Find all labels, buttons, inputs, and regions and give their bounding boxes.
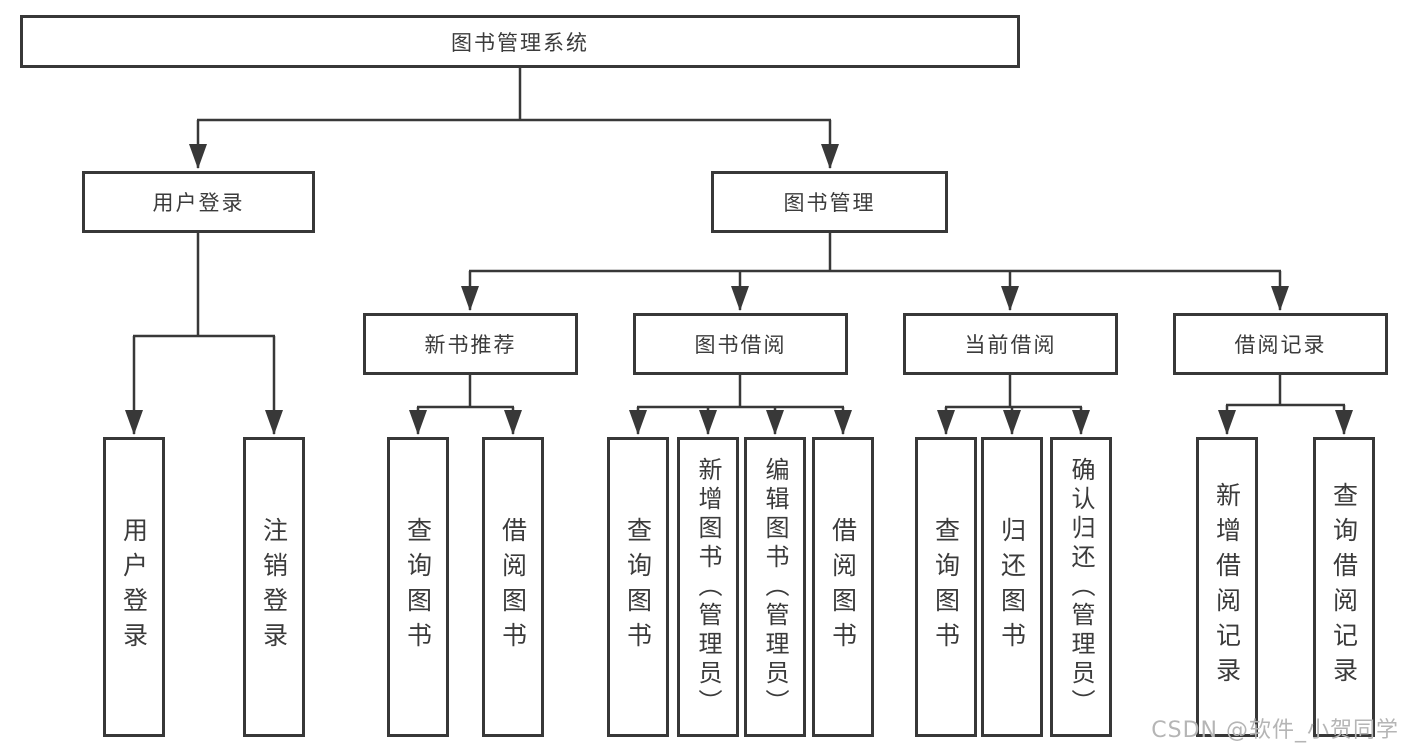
node-library-management-system-label: 图书管理系统 [451,30,589,55]
leaf-newbook-query-books-label: 查询图书 [403,517,433,657]
leaf-records-query-record: 查询借阅记录 [1313,437,1375,737]
leaf-records-query-record-label: 查询借阅记录 [1329,482,1359,692]
watermark-text: CSDN @软件_小贺同学 [1151,718,1399,743]
leaf-borrow-borrow-books-label: 借阅图书 [828,517,858,657]
leaf-current-return-books: 归还图书 [981,437,1043,737]
leaf-current-return-books-label: 归还图书 [997,517,1027,657]
connector-root-to-level2 [189,68,839,169]
leaf-user-login: 用户登录 [103,437,165,737]
node-book-management-label: 图书管理 [783,191,876,215]
leaf-current-query-books: 查询图书 [915,437,977,737]
node-book-management: 图书管理 [711,171,948,233]
leaf-borrow-query-books-label: 查询图书 [623,517,653,657]
connector-user-login-to-leaves [125,233,283,435]
node-borrow-records-label: 借阅记录 [1234,333,1327,357]
node-user-login-label: 用户登录 [152,191,245,215]
leaf-current-query-books-label: 查询图书 [931,517,961,657]
node-book-borrow-label: 图书借阅 [694,333,787,357]
leaf-current-confirm-return-admin-label: 确认归还（管理员） [1067,456,1095,718]
leaf-user-login-label: 用户登录 [119,517,149,657]
leaf-newbook-borrow-books: 借阅图书 [482,437,544,737]
leaf-borrow-edit-books-admin-label: 编辑图书（管理员） [761,456,789,718]
node-library-management-system: 图书管理系统 [20,15,1020,68]
node-new-book-recommend-label: 新书推荐 [424,333,517,357]
leaf-borrow-borrow-books: 借阅图书 [812,437,874,737]
leaf-borrow-add-books-admin: 新增图书（管理员） [677,437,739,737]
leaf-newbook-query-books: 查询图书 [387,437,449,737]
connector-book-management-to-level3 [461,233,1289,311]
node-user-login: 用户登录 [82,171,315,233]
node-current-borrow-label: 当前借阅 [964,333,1057,357]
leaf-logout-label: 注销登录 [259,517,289,657]
leaf-borrow-query-books: 查询图书 [607,437,669,737]
leaf-borrow-add-books-admin-label: 新增图书（管理员） [694,456,722,718]
connector-new-book-recommend-to-leaves [409,375,522,435]
connector-book-borrow-to-leaves [629,375,852,435]
node-book-borrow: 图书借阅 [633,313,848,375]
leaf-records-add-record: 新增借阅记录 [1196,437,1258,737]
node-current-borrow: 当前借阅 [903,313,1118,375]
leaf-logout: 注销登录 [243,437,305,737]
leaf-current-confirm-return-admin: 确认归还（管理员） [1050,437,1112,737]
leaf-borrow-edit-books-admin: 编辑图书（管理员） [744,437,806,737]
node-borrow-records: 借阅记录 [1173,313,1388,375]
connector-borrow-records-to-leaves [1218,375,1353,435]
connector-current-borrow-to-leaves [937,375,1090,435]
leaf-records-add-record-label: 新增借阅记录 [1212,482,1242,692]
leaf-newbook-borrow-books-label: 借阅图书 [498,517,528,657]
node-new-book-recommend: 新书推荐 [363,313,578,375]
